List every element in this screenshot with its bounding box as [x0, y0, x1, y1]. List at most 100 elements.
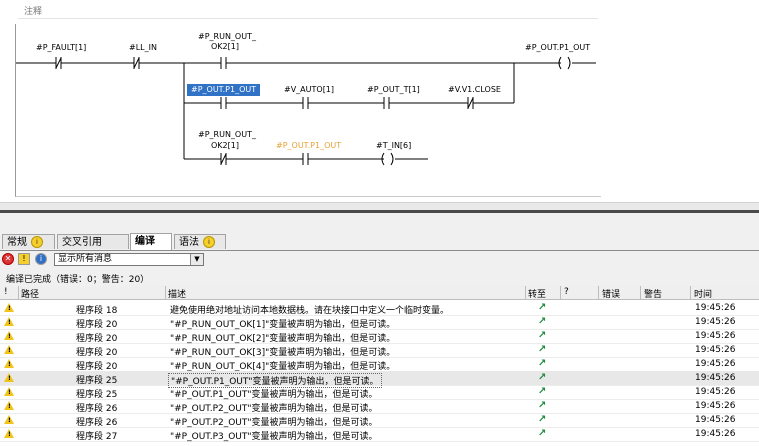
warning-filter-icon[interactable]: !	[18, 253, 30, 265]
warning-icon: !	[4, 401, 14, 410]
row-path: 程序段 20	[76, 320, 118, 330]
row-time: 19:45:26	[695, 373, 736, 383]
info-filter-icon[interactable]: i	[35, 253, 47, 265]
goto-arrow-icon[interactable]: ↗	[538, 400, 547, 411]
coil-label-p1-out[interactable]: #P_OUT.P1_OUT	[525, 43, 591, 52]
col-header-help[interactable]: ?	[564, 287, 569, 297]
row-path: 程序段 20	[76, 334, 118, 344]
row-time: 19:45:26	[695, 429, 736, 439]
ladder-network: #P_FAULT[1] #LL_IN #P_RUN_OUT_ OK2[1] #P…	[15, 24, 601, 197]
message-toolbar: ✕ ! i 显示所有消息 ▼	[2, 253, 402, 267]
table-row[interactable]: ! 程序段 26 "#P_OUT.P2_OUT"变量被声明为输出，但是可读。 ↗…	[0, 399, 759, 414]
row-time: 19:45:26	[695, 415, 736, 425]
goto-arrow-icon[interactable]: ↗	[538, 414, 547, 425]
col-header-flag[interactable]: !	[4, 287, 8, 297]
contact-label-run-out-4: OK2[1]	[211, 141, 239, 150]
contact-label-v-close[interactable]: #V.V1.CLOSE	[448, 85, 501, 94]
row-description: "#P_OUT.P2_OUT"变量被声明为输出，但是可读。	[170, 418, 378, 428]
contact-label-p1-out-orange[interactable]: #P_OUT.P1_OUT	[276, 141, 342, 150]
row-time: 19:45:26	[695, 317, 736, 327]
table-row[interactable]: ! 程序段 27 "#P_OUT.P3_OUT"变量被声明为输出，但是可读。 ↗…	[0, 427, 759, 442]
error-filter-icon[interactable]: ✕	[2, 253, 14, 265]
coil-label-t-in[interactable]: #T_IN[6]	[376, 141, 412, 150]
contact-label-run-out-1[interactable]: #P_RUN_OUT_	[198, 32, 256, 41]
goto-arrow-icon[interactable]: ↗	[538, 358, 547, 369]
tab-syntax[interactable]: 语法 i	[174, 234, 226, 249]
contact-label-v-auto[interactable]: #V_AUTO[1]	[284, 85, 335, 94]
row-path: 程序段 18	[76, 306, 118, 316]
info-icon: i	[31, 236, 43, 248]
table-row[interactable]: ! 程序段 25 "#P_OUT.P1_OUT"变量被声明为输出，但是可读。 ↗…	[0, 385, 759, 400]
col-header-description[interactable]: 描述	[168, 290, 187, 300]
col-header-warnings[interactable]: 警告	[644, 290, 663, 300]
warning-icon: !	[4, 373, 14, 382]
warning-icon: !	[4, 429, 14, 438]
row-description: "#P_RUN_OUT_OK[4]"变量被声明为输出，但是可读。	[170, 362, 396, 372]
goto-arrow-icon[interactable]: ↗	[538, 302, 547, 313]
row-path: 程序段 25	[76, 376, 118, 386]
message-filter-select[interactable]: 显示所有消息 ▼	[54, 253, 204, 266]
chevron-down-icon[interactable]: ▼	[190, 254, 203, 265]
compile-status: 编译已完成（错误：0；警告：20）	[6, 275, 150, 285]
ladder-editor: 注释	[0, 0, 759, 202]
ladder-wiring	[16, 56, 596, 166]
warning-icon: !	[4, 331, 14, 340]
row-description: "#P_OUT.P1_OUT"变量被声明为输出，但是可读。	[170, 390, 378, 400]
info-icon: i	[203, 236, 215, 248]
row-time: 19:45:26	[695, 387, 736, 397]
network-comment[interactable]: 注释	[18, 2, 598, 19]
splitter-dark	[0, 210, 759, 213]
row-time: 19:45:26	[695, 359, 736, 369]
tab-syntax-label: 语法	[179, 237, 199, 248]
row-description: "#P_RUN_OUT_OK[1]"变量被声明为输出，但是可读。	[170, 320, 396, 330]
table-row[interactable]: ! 程序段 20 "#P_RUN_OUT_OK[3]"变量被声明为输出，但是可读…	[0, 343, 759, 358]
tab-cross-reference[interactable]: 交叉引用	[57, 234, 129, 249]
row-time: 19:45:26	[695, 331, 736, 341]
table-row[interactable]: ! 程序段 20 "#P_RUN_OUT_OK[4]"变量被声明为输出，但是可读…	[0, 357, 759, 372]
contact-label-p1-out-selected[interactable]: #P_OUT.P1_OUT	[187, 84, 261, 96]
table-row[interactable]: ! 程序段 26 "#P_OUT.P2_OUT"变量被声明为输出，但是可读。 ↗…	[0, 413, 759, 428]
contact-label-out-t[interactable]: #P_OUT_T[1]	[367, 85, 420, 94]
tab-cross-reference-label: 交叉引用	[62, 237, 102, 248]
warning-icon: !	[4, 359, 14, 368]
row-description: 避免使用绝对地址访问本地数据栈。请在块接口中定义一个临时变量。	[170, 306, 450, 316]
row-description: "#P_OUT.P3_OUT"变量被声明为输出，但是可读。	[170, 432, 378, 442]
row-description: "#P_OUT.P2_OUT"变量被声明为输出，但是可读。	[170, 404, 378, 414]
goto-arrow-icon[interactable]: ↗	[538, 372, 547, 383]
row-description: "#P_RUN_OUT_OK[2]"变量被声明为输出，但是可读。	[170, 334, 396, 344]
row-time: 19:45:26	[695, 345, 736, 355]
table-row-selected[interactable]: ! 程序段 25 "#P_OUT.P1_OUT"变量被声明为输出，但是可读。 ↗…	[0, 371, 759, 388]
goto-arrow-icon[interactable]: ↗	[538, 344, 547, 355]
message-filter-value: 显示所有消息	[58, 254, 113, 264]
contact-label-p-fault[interactable]: #P_FAULT[1]	[36, 43, 87, 52]
row-time: 19:45:26	[695, 303, 736, 313]
table-row[interactable]: ! 程序段 18 避免使用绝对地址访问本地数据栈。请在块接口中定义一个临时变量。…	[0, 301, 759, 316]
col-header-time[interactable]: 时间	[694, 290, 713, 300]
row-description: "#P_OUT.P1_OUT"变量被声明为输出，但是可读。	[168, 373, 382, 388]
goto-arrow-icon[interactable]: ↗	[538, 386, 547, 397]
warning-icon: !	[4, 415, 14, 424]
message-grid: ! 路径 描述 转至 ? 错误 警告 时间 ! 程序段 18 避免使用绝对地址访…	[0, 286, 759, 446]
contact-label-run-out-3[interactable]: #P_RUN_OUT_	[198, 130, 256, 139]
splitter[interactable]	[0, 202, 759, 211]
contact-label-ll-in[interactable]: #LL_IN	[129, 43, 157, 52]
row-path: 程序段 25	[76, 390, 118, 400]
row-path: 程序段 27	[76, 432, 118, 442]
table-row[interactable]: ! 程序段 20 "#P_RUN_OUT_OK[1]"变量被声明为输出，但是可读…	[0, 315, 759, 330]
warning-icon: !	[4, 345, 14, 354]
col-header-goto[interactable]: 转至	[528, 290, 547, 300]
row-path: 程序段 26	[76, 418, 118, 428]
goto-arrow-icon[interactable]: ↗	[538, 428, 547, 439]
col-header-errors[interactable]: 错误	[602, 290, 621, 300]
tab-compile[interactable]: 编译	[130, 233, 172, 250]
grid-header: ! 路径 描述 转至 ? 错误 警告 时间	[0, 286, 759, 300]
tab-compile-label: 编译	[135, 236, 155, 247]
col-header-path[interactable]: 路径	[21, 290, 40, 300]
warning-icon: !	[4, 317, 14, 326]
goto-arrow-icon[interactable]: ↗	[538, 316, 547, 327]
table-row[interactable]: ! 程序段 20 "#P_RUN_OUT_OK[2]"变量被声明为输出，但是可读…	[0, 329, 759, 344]
goto-arrow-icon[interactable]: ↗	[538, 330, 547, 341]
row-path: 程序段 26	[76, 404, 118, 414]
